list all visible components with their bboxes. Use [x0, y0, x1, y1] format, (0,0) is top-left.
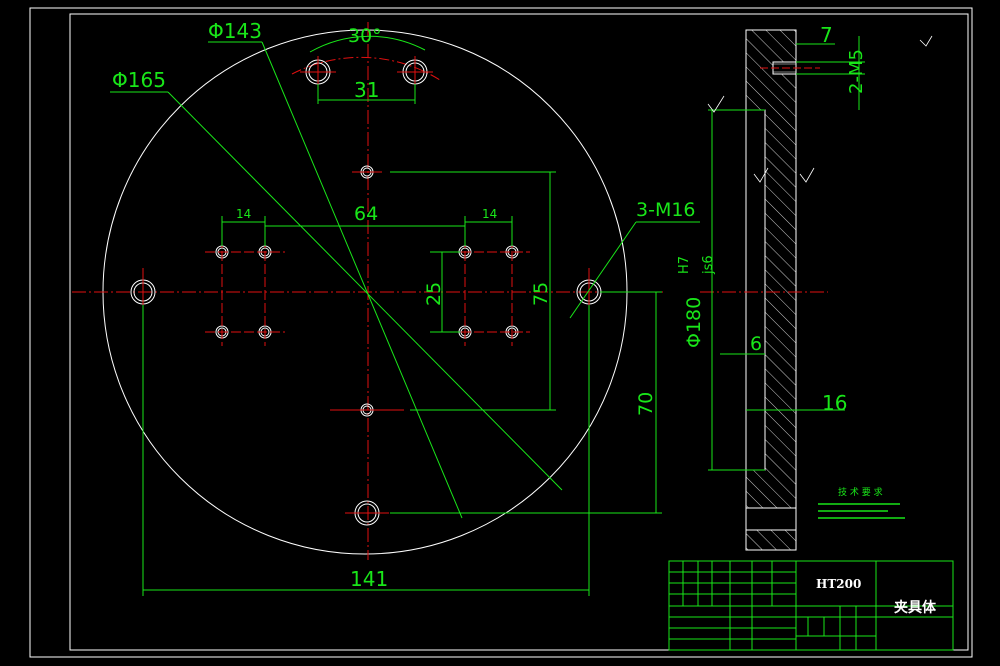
dim-phi165: Φ165	[112, 68, 166, 92]
dim-16: 16	[822, 391, 847, 415]
dim-phi180-fit-lower: js6	[701, 255, 716, 275]
dim-141: 141	[350, 567, 388, 591]
title-block	[668, 560, 954, 651]
center-hole-lower	[330, 403, 404, 417]
front-dimensions	[110, 35, 700, 596]
dim-3-m16: 3-M16	[636, 199, 696, 221]
tech-requirements: 技 术 要 求	[818, 486, 905, 519]
front-view	[72, 22, 665, 560]
dim-2-m5: 2-M5	[846, 49, 867, 94]
center-hole-upper	[352, 165, 382, 179]
part-name: 夹具体	[894, 599, 937, 616]
dim-14-right: 14	[482, 207, 497, 221]
inner-frame	[69, 13, 969, 651]
dim-phi180-fit-upper: H7	[677, 256, 692, 274]
dim-31: 31	[354, 78, 379, 102]
m16-hole-bottom	[345, 500, 389, 526]
dim-70: 70	[635, 392, 657, 416]
material-label: HT200	[816, 577, 861, 591]
outer-frame	[29, 7, 973, 658]
dim-25: 25	[423, 282, 445, 306]
dim-angle30: 30°	[348, 25, 382, 47]
dim-phi143: Φ143	[208, 19, 262, 43]
tech-req-title: 技 术 要 求	[838, 486, 883, 498]
dim-6: 6	[750, 333, 762, 355]
section-dimensions	[708, 36, 865, 471]
roughness-marks	[707, 35, 933, 183]
dim-14-left: 14	[236, 207, 251, 221]
dim-phi180: Φ180	[683, 297, 705, 348]
dim-75: 75	[530, 282, 552, 306]
right-hole-group	[448, 238, 530, 346]
section-view	[700, 29, 828, 551]
top-hole-left	[300, 56, 336, 88]
top-hole-right	[397, 56, 433, 88]
dim-7: 7	[820, 23, 833, 47]
dim-64: 64	[354, 203, 378, 225]
